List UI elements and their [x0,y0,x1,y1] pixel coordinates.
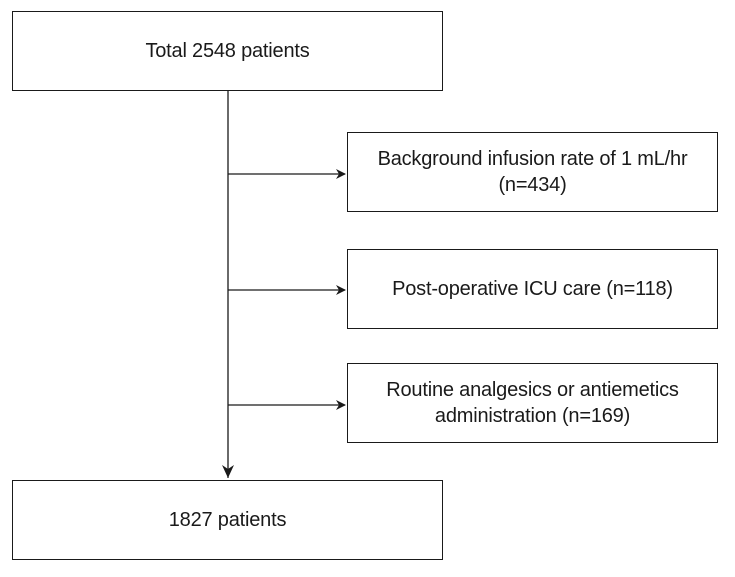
final-patients-label: 1827 patients [168,509,287,531]
exclusion-label-icu-care: Post-operative ICU care (n=118) [392,278,673,300]
exclusion-box-icu-care: Post-operative ICU care (n=118) [347,249,718,329]
final-patients-box: 1827 patients [12,480,443,560]
exclusion-label-routine-analgesics: Routine analgesics or antiemetics admini… [386,379,679,427]
total-patients-box: Total 2548 patients [12,11,443,91]
exclusion-box-routine-analgesics: Routine analgesics or antiemetics admini… [347,363,718,443]
total-patients-label: Total 2548 patients [145,40,310,62]
exclusion-label-background-infusion: Background infusion rate of 1 mL/hr (n=4… [377,148,688,196]
exclusion-box-background-infusion: Background infusion rate of 1 mL/hr (n=4… [347,132,718,212]
